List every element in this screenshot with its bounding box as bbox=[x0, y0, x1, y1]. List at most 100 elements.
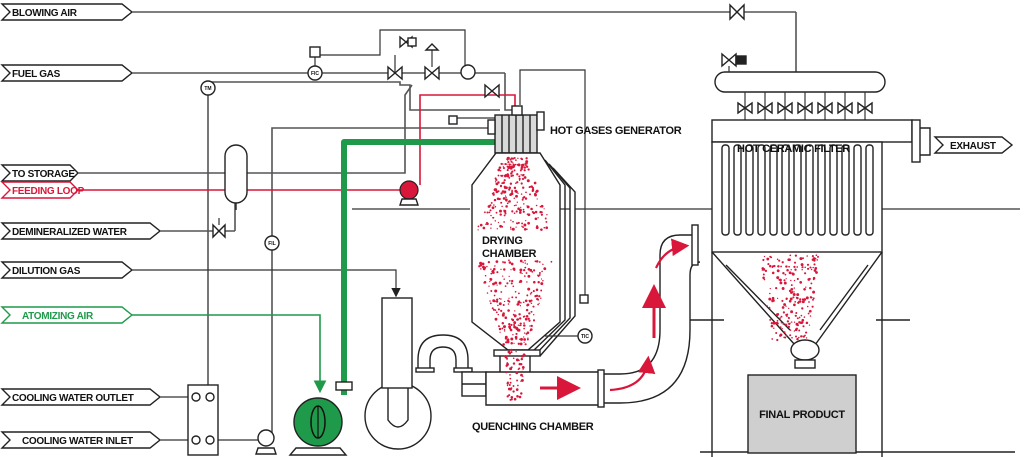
particle bbox=[788, 307, 790, 310]
particle bbox=[497, 308, 500, 311]
particle bbox=[796, 337, 799, 341]
particle bbox=[813, 269, 817, 272]
particle bbox=[799, 281, 803, 284]
particle bbox=[542, 263, 544, 266]
particle bbox=[538, 295, 541, 298]
particle bbox=[525, 315, 529, 318]
particle bbox=[526, 263, 529, 265]
particle bbox=[771, 266, 774, 269]
particle bbox=[771, 300, 773, 303]
particle bbox=[516, 181, 519, 184]
tag-feeding-loop: FEEDING LOOP bbox=[0, 181, 85, 199]
particle bbox=[529, 325, 531, 327]
particle bbox=[521, 163, 525, 167]
particle bbox=[767, 263, 770, 266]
particle bbox=[515, 190, 518, 194]
particle bbox=[513, 325, 516, 329]
particle bbox=[518, 300, 521, 302]
particle bbox=[540, 282, 544, 286]
particle bbox=[510, 262, 514, 266]
particle bbox=[527, 287, 531, 291]
quenching-chamber: QUENCHING CHAMBER bbox=[472, 224, 701, 433]
particle bbox=[789, 297, 793, 301]
particle bbox=[521, 222, 524, 225]
particle bbox=[785, 278, 787, 280]
particle bbox=[790, 279, 792, 282]
particle bbox=[517, 207, 520, 211]
particle bbox=[521, 225, 523, 228]
particle bbox=[776, 297, 779, 300]
particle bbox=[505, 364, 508, 368]
particle bbox=[796, 317, 799, 320]
particle bbox=[503, 192, 505, 194]
atomizing-air-line bbox=[132, 139, 495, 395]
particle bbox=[518, 395, 522, 399]
quenching-chamber-label: QUENCHING CHAMBER bbox=[472, 421, 594, 433]
particle bbox=[519, 322, 522, 325]
particle bbox=[526, 338, 529, 341]
particle bbox=[520, 373, 523, 377]
particle bbox=[512, 285, 515, 288]
particle bbox=[543, 208, 545, 210]
particle bbox=[503, 214, 506, 217]
particle bbox=[506, 202, 509, 205]
particle bbox=[523, 336, 525, 338]
particle bbox=[504, 173, 507, 176]
particle bbox=[517, 221, 520, 224]
particle bbox=[812, 266, 814, 269]
particle bbox=[780, 322, 783, 324]
particle bbox=[804, 272, 807, 275]
filter-candles bbox=[721, 144, 874, 236]
particle bbox=[503, 221, 505, 223]
particle bbox=[510, 323, 513, 326]
particle bbox=[515, 388, 519, 391]
cooling-heat-exchanger bbox=[187, 384, 219, 456]
particle bbox=[507, 166, 510, 170]
hot-gases-generator-label: HOT GASES GENERATOR bbox=[550, 125, 682, 137]
particle bbox=[479, 223, 483, 227]
particle bbox=[500, 174, 504, 178]
particle bbox=[812, 298, 814, 301]
particle bbox=[523, 275, 526, 277]
particle bbox=[534, 193, 537, 197]
particle bbox=[502, 275, 504, 277]
particle bbox=[500, 201, 503, 204]
particle bbox=[487, 205, 491, 208]
particle bbox=[492, 216, 495, 219]
particle bbox=[486, 222, 489, 226]
particle bbox=[530, 291, 533, 294]
particle bbox=[777, 265, 780, 268]
particle bbox=[508, 280, 511, 282]
particle bbox=[496, 228, 498, 230]
particle bbox=[779, 281, 783, 285]
particle bbox=[507, 303, 510, 305]
particle bbox=[799, 298, 802, 301]
particle bbox=[518, 175, 521, 178]
atomizing-air-blower bbox=[288, 381, 353, 456]
particle bbox=[787, 325, 791, 329]
particle bbox=[528, 312, 531, 315]
particle bbox=[524, 197, 528, 200]
particle bbox=[522, 210, 525, 213]
particle bbox=[543, 226, 546, 229]
particle bbox=[785, 324, 788, 327]
particle bbox=[533, 181, 537, 185]
particle bbox=[511, 190, 514, 193]
particle bbox=[517, 328, 521, 332]
svg-text:TM: TM bbox=[204, 86, 211, 92]
particle bbox=[540, 297, 542, 299]
particle bbox=[526, 303, 530, 307]
particle bbox=[512, 385, 515, 387]
particle bbox=[790, 321, 793, 323]
particle bbox=[785, 305, 787, 307]
particle bbox=[791, 336, 793, 339]
particle bbox=[508, 259, 510, 262]
particle bbox=[520, 182, 523, 185]
particle bbox=[521, 272, 523, 275]
particle bbox=[508, 177, 511, 179]
particle bbox=[516, 173, 519, 176]
particle bbox=[522, 375, 524, 378]
particle bbox=[781, 299, 784, 302]
particle bbox=[518, 179, 521, 181]
particle bbox=[796, 296, 799, 300]
